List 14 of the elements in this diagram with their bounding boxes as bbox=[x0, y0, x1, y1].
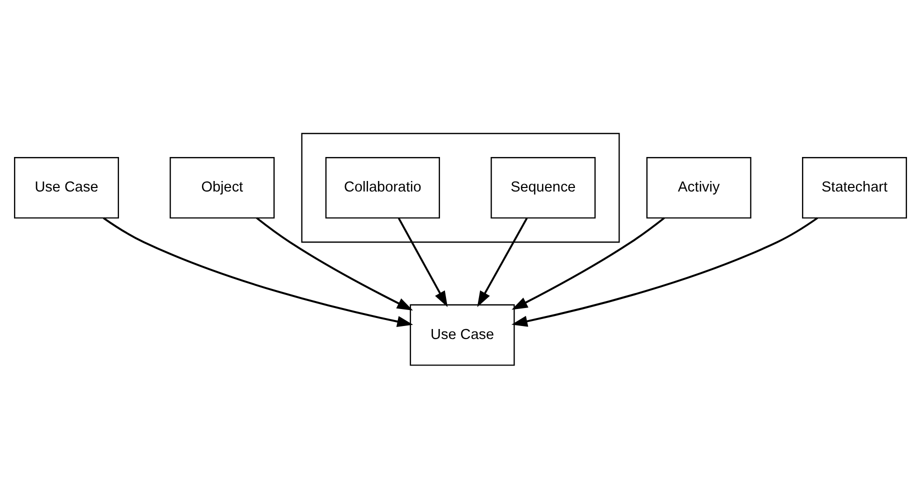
node-box: Activiy bbox=[646, 157, 752, 219]
arrow bbox=[102, 217, 414, 328]
arrow bbox=[256, 217, 413, 311]
arrow bbox=[477, 218, 528, 308]
arrow bbox=[398, 218, 448, 308]
cluster bbox=[301, 132, 620, 243]
node-box: Sequence bbox=[490, 157, 596, 219]
node-box: Statechart bbox=[802, 157, 907, 219]
node-box: Collaboratio bbox=[325, 157, 440, 219]
arrow bbox=[511, 217, 818, 327]
node-box: Use Case bbox=[14, 157, 119, 219]
node-box: Object bbox=[170, 157, 275, 219]
node-box: Use Case bbox=[410, 304, 515, 366]
arrow bbox=[512, 217, 665, 310]
